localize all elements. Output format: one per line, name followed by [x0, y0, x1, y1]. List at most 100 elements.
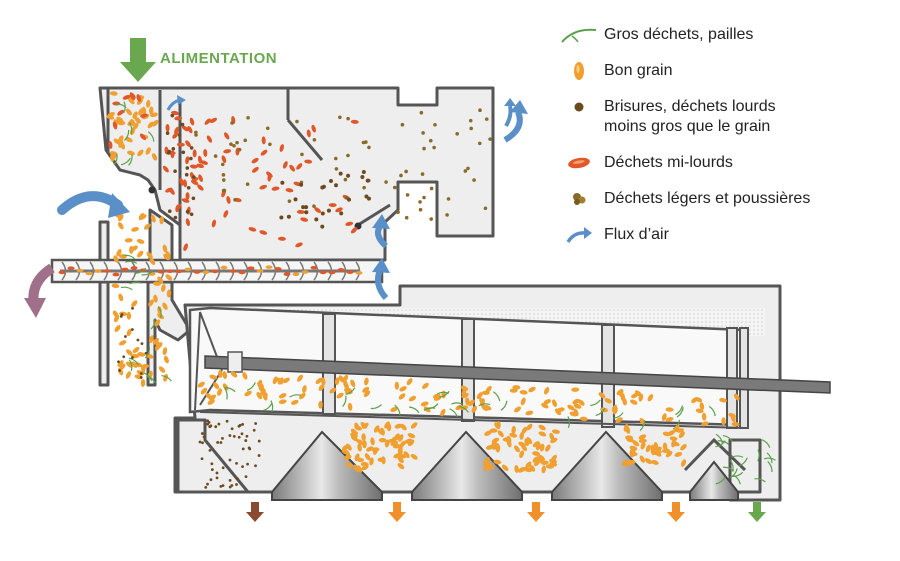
medium-waste	[314, 207, 322, 213]
heavy-particle	[432, 145, 436, 150]
heavy-particle	[418, 200, 422, 204]
straw	[120, 286, 133, 291]
grain	[153, 294, 158, 303]
screw-particle	[301, 270, 309, 274]
grain	[291, 399, 299, 405]
straw	[675, 405, 684, 416]
grain	[572, 398, 580, 405]
heavy-particle	[300, 152, 304, 157]
grain	[627, 459, 636, 465]
heavy-particle	[219, 441, 223, 444]
grain	[129, 245, 134, 254]
grain	[158, 366, 166, 373]
grain	[422, 382, 429, 389]
medium-waste	[261, 136, 266, 145]
heavy-particle	[118, 369, 121, 372]
grain	[393, 453, 401, 459]
grain	[423, 406, 431, 413]
grain	[278, 393, 287, 399]
heavy-particle	[220, 162, 225, 167]
heavy-particle	[237, 147, 242, 152]
screw-particle	[193, 270, 201, 274]
straw	[128, 359, 133, 372]
straw	[394, 404, 401, 416]
screw-particle	[292, 272, 300, 277]
grain	[136, 238, 145, 244]
grain	[721, 417, 726, 426]
medium-waste	[196, 163, 205, 169]
screw-particle	[94, 269, 102, 273]
heavy-particle	[140, 342, 144, 346]
heavy-particle	[230, 427, 234, 431]
screw-particle	[256, 269, 264, 273]
grain	[362, 386, 370, 393]
heavy-particle	[293, 197, 298, 202]
heavy-particle	[230, 121, 234, 125]
heavy-particle	[445, 213, 449, 217]
heavy-dot-icon	[574, 102, 584, 112]
grain	[131, 227, 139, 232]
grain	[350, 431, 359, 437]
heavy-particle	[241, 447, 245, 451]
medium-waste	[189, 117, 195, 126]
grain	[117, 360, 124, 367]
heavy-particle	[184, 172, 189, 177]
medium-waste	[108, 140, 113, 149]
heavy-particle	[181, 150, 186, 155]
grain	[361, 422, 369, 429]
heavy-particle	[210, 468, 214, 471]
straw	[437, 391, 449, 395]
heavy-particle	[245, 434, 249, 438]
grain	[485, 385, 492, 393]
grain	[484, 430, 492, 436]
grain	[644, 458, 652, 465]
heavy-particle	[343, 177, 348, 182]
legend: Gros déchets, pailles Bon grain Brisures…	[560, 22, 890, 258]
grain	[151, 153, 158, 161]
heavy-particle	[478, 108, 482, 113]
heavy-particle	[232, 434, 236, 438]
screw-particle	[283, 272, 291, 276]
medium-waste	[174, 116, 183, 121]
particles	[106, 91, 776, 489]
straw	[730, 468, 738, 479]
grain	[397, 456, 404, 464]
heavy-particle	[472, 178, 476, 182]
heavy-particle	[191, 196, 196, 201]
grain	[360, 462, 369, 467]
grain	[615, 417, 623, 423]
heavy-particle	[185, 166, 190, 170]
heavy-particle	[207, 420, 211, 424]
heavy-particle	[165, 131, 170, 135]
grain	[694, 397, 703, 403]
grain	[397, 463, 405, 470]
grain	[541, 465, 546, 474]
screw-particle	[238, 270, 246, 275]
heavy-particle	[185, 209, 190, 214]
grain	[629, 451, 638, 457]
grain	[651, 459, 659, 465]
grain	[162, 347, 168, 356]
grain	[699, 402, 705, 411]
heavy-particle	[225, 419, 229, 423]
straw	[478, 403, 491, 407]
grain	[377, 428, 384, 435]
grain	[113, 138, 121, 145]
grain	[388, 438, 397, 444]
grain	[577, 399, 585, 406]
grain	[526, 423, 533, 431]
heavy-particle	[312, 137, 317, 142]
legend-label-line: Brisures, déchets lourds	[604, 98, 776, 115]
straw	[567, 416, 570, 429]
grain	[521, 426, 528, 434]
grain	[634, 390, 642, 397]
medium-waste	[204, 118, 211, 125]
legend-label: Déchets légers et poussières	[604, 190, 811, 207]
straw	[125, 260, 138, 264]
heavy-particle	[136, 338, 140, 342]
heavy-particle	[339, 211, 344, 216]
straw	[767, 461, 773, 473]
grain	[638, 434, 647, 440]
grain	[514, 406, 522, 413]
straw	[733, 474, 741, 485]
